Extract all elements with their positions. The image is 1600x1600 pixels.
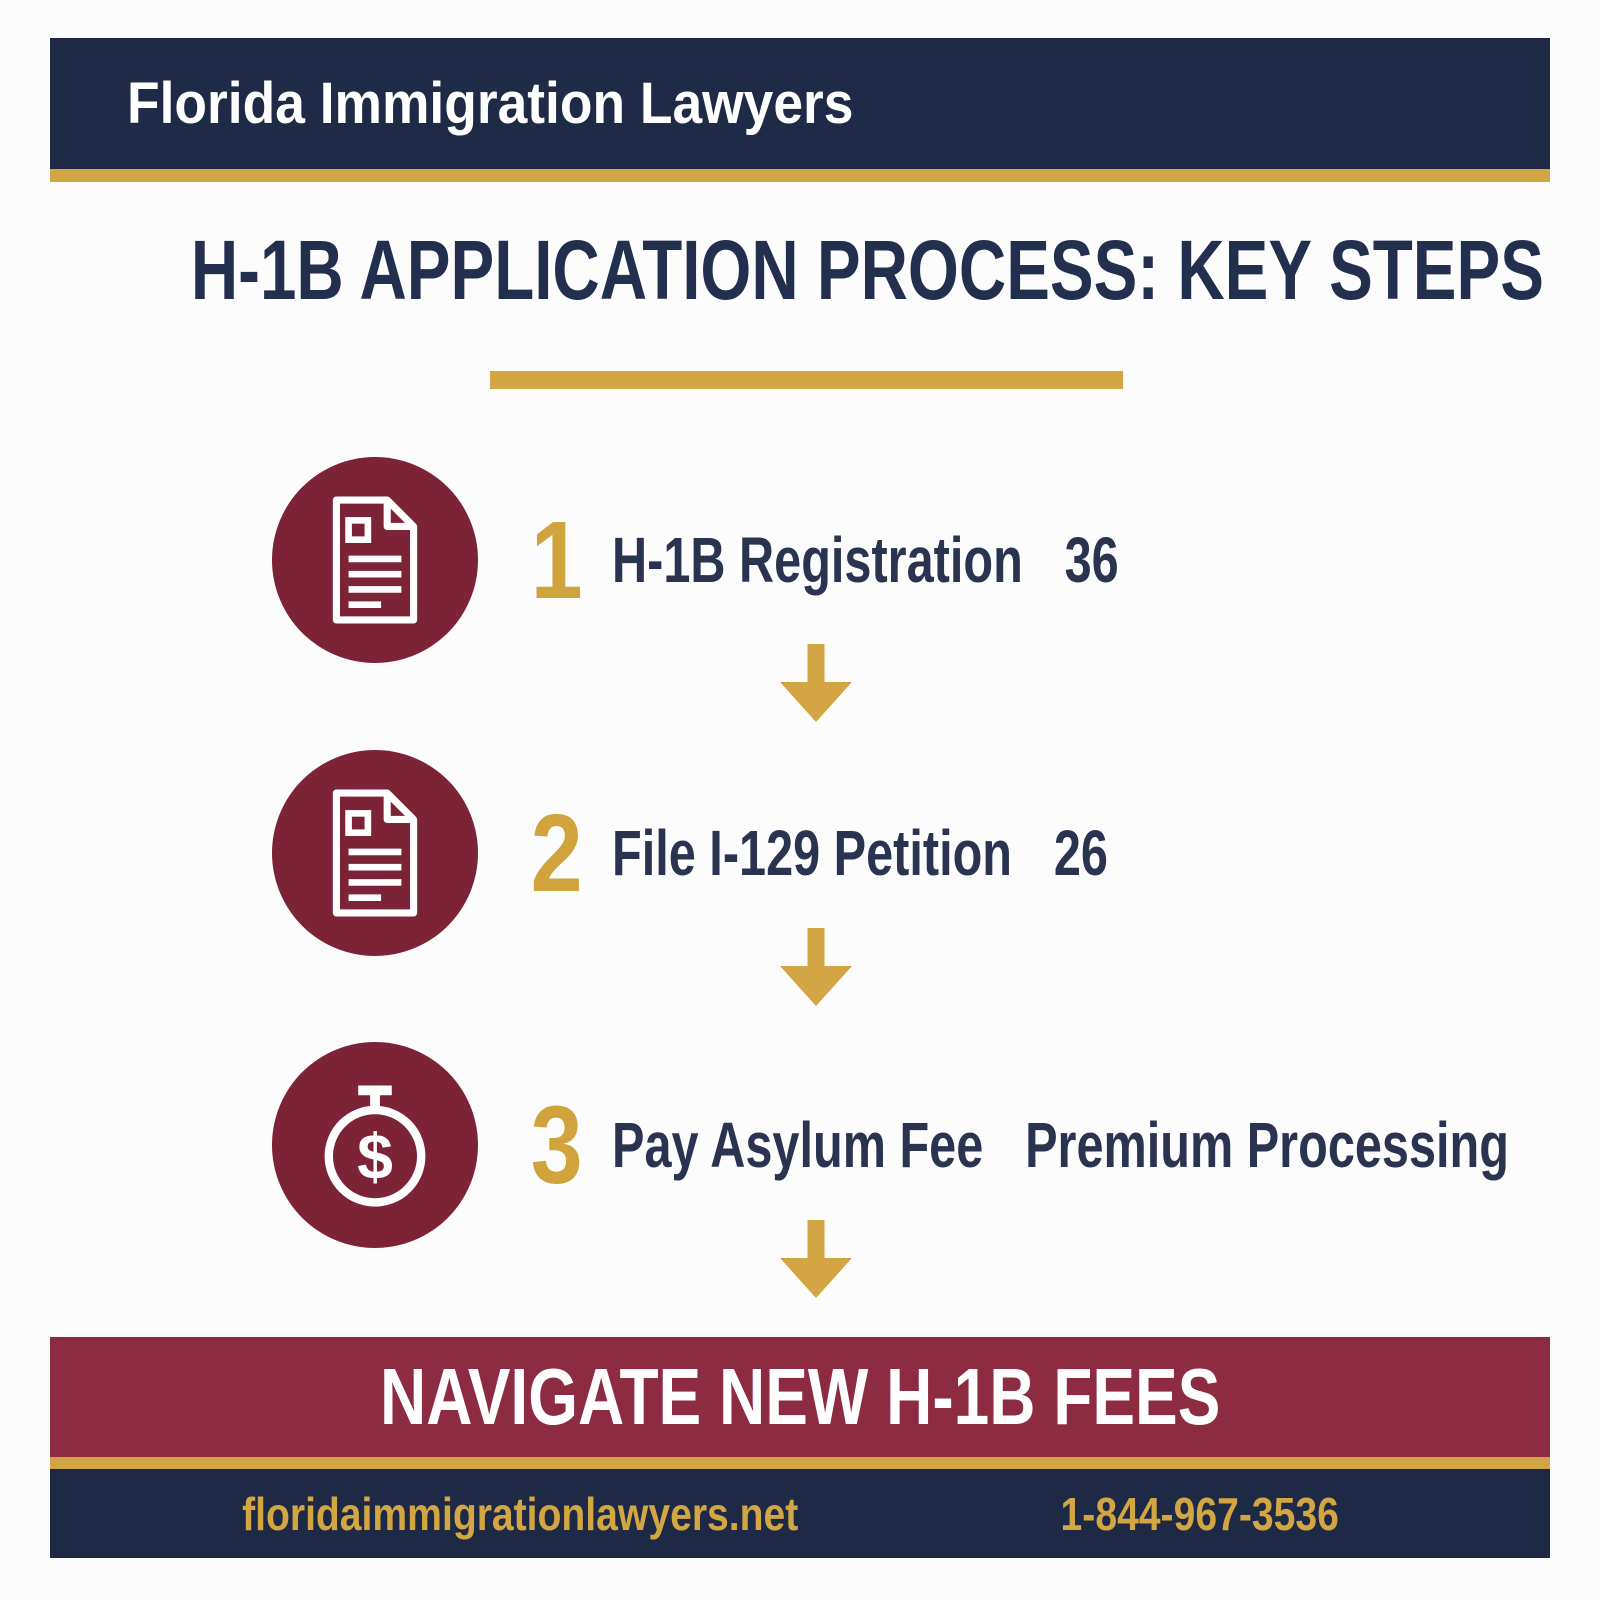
step-row-3: $ 3 Pay Asylum Fee Premium Processing (0, 1040, 1600, 1250)
bottom-banner-text: NAVIGATE NEW H-1B FEES (379, 1352, 1221, 1441)
step-2-icon-badge (272, 750, 478, 956)
svg-text:$: $ (357, 1121, 393, 1193)
gold-divider (50, 1457, 1550, 1469)
footer-website: floridaimmigrationlawyers.net (241, 1487, 799, 1540)
step-1-text: H-1B Registration 36 (612, 455, 1279, 665)
header-bar: Florida Immigration Lawyers (50, 38, 1550, 182)
step-2-text: File I-129 Petition 26 (612, 748, 1265, 958)
step-1-label: H-1B Registration (612, 524, 1023, 596)
step-3-label: Pay Asylum Fee (612, 1109, 984, 1181)
stopwatch-dollar-icon: $ (305, 1075, 445, 1215)
step-3-icon-badge: $ (272, 1042, 478, 1248)
step-3-number: 3 (530, 1083, 584, 1207)
bottom-banner: NAVIGATE NEW H-1B FEES (50, 1337, 1550, 1457)
down-arrow-icon (779, 928, 853, 1006)
document-icon (324, 789, 426, 917)
step-3-text: Pay Asylum Fee Premium Processing (612, 1040, 1600, 1250)
step-3-value: Premium Processing (1025, 1109, 1509, 1181)
step-row-2: 2 File I-129 Petition 26 (0, 748, 1600, 958)
step-2-label: File I-129 Petition (612, 817, 1013, 889)
step-row-1: 1 H-1B Registration 36 (0, 455, 1600, 665)
step-2-number: 2 (530, 791, 584, 915)
page-title-text: H-1B APPLICATION PROCESS: KEY STEPS (190, 223, 1544, 317)
footer-phone: 1-844-967-3536 (1060, 1487, 1340, 1540)
down-arrow-icon (779, 644, 853, 722)
step-1-number: 1 (530, 498, 584, 622)
title-underline (490, 371, 1123, 389)
page-title: H-1B APPLICATION PROCESS: KEY STEPS (0, 222, 1600, 319)
document-icon (324, 496, 426, 624)
step-1-icon-badge (272, 457, 478, 663)
brand-title: Florida Immigration Lawyers (127, 38, 917, 169)
brand-title-text: Florida Immigration Lawyers (127, 71, 854, 136)
step-2-value: 26 (1053, 817, 1108, 889)
footer-bar: floridaimmigrationlawyers.net 1-844-967-… (50, 1469, 1550, 1558)
step-1-value: 36 (1064, 524, 1119, 596)
down-arrow-icon (779, 1220, 853, 1298)
